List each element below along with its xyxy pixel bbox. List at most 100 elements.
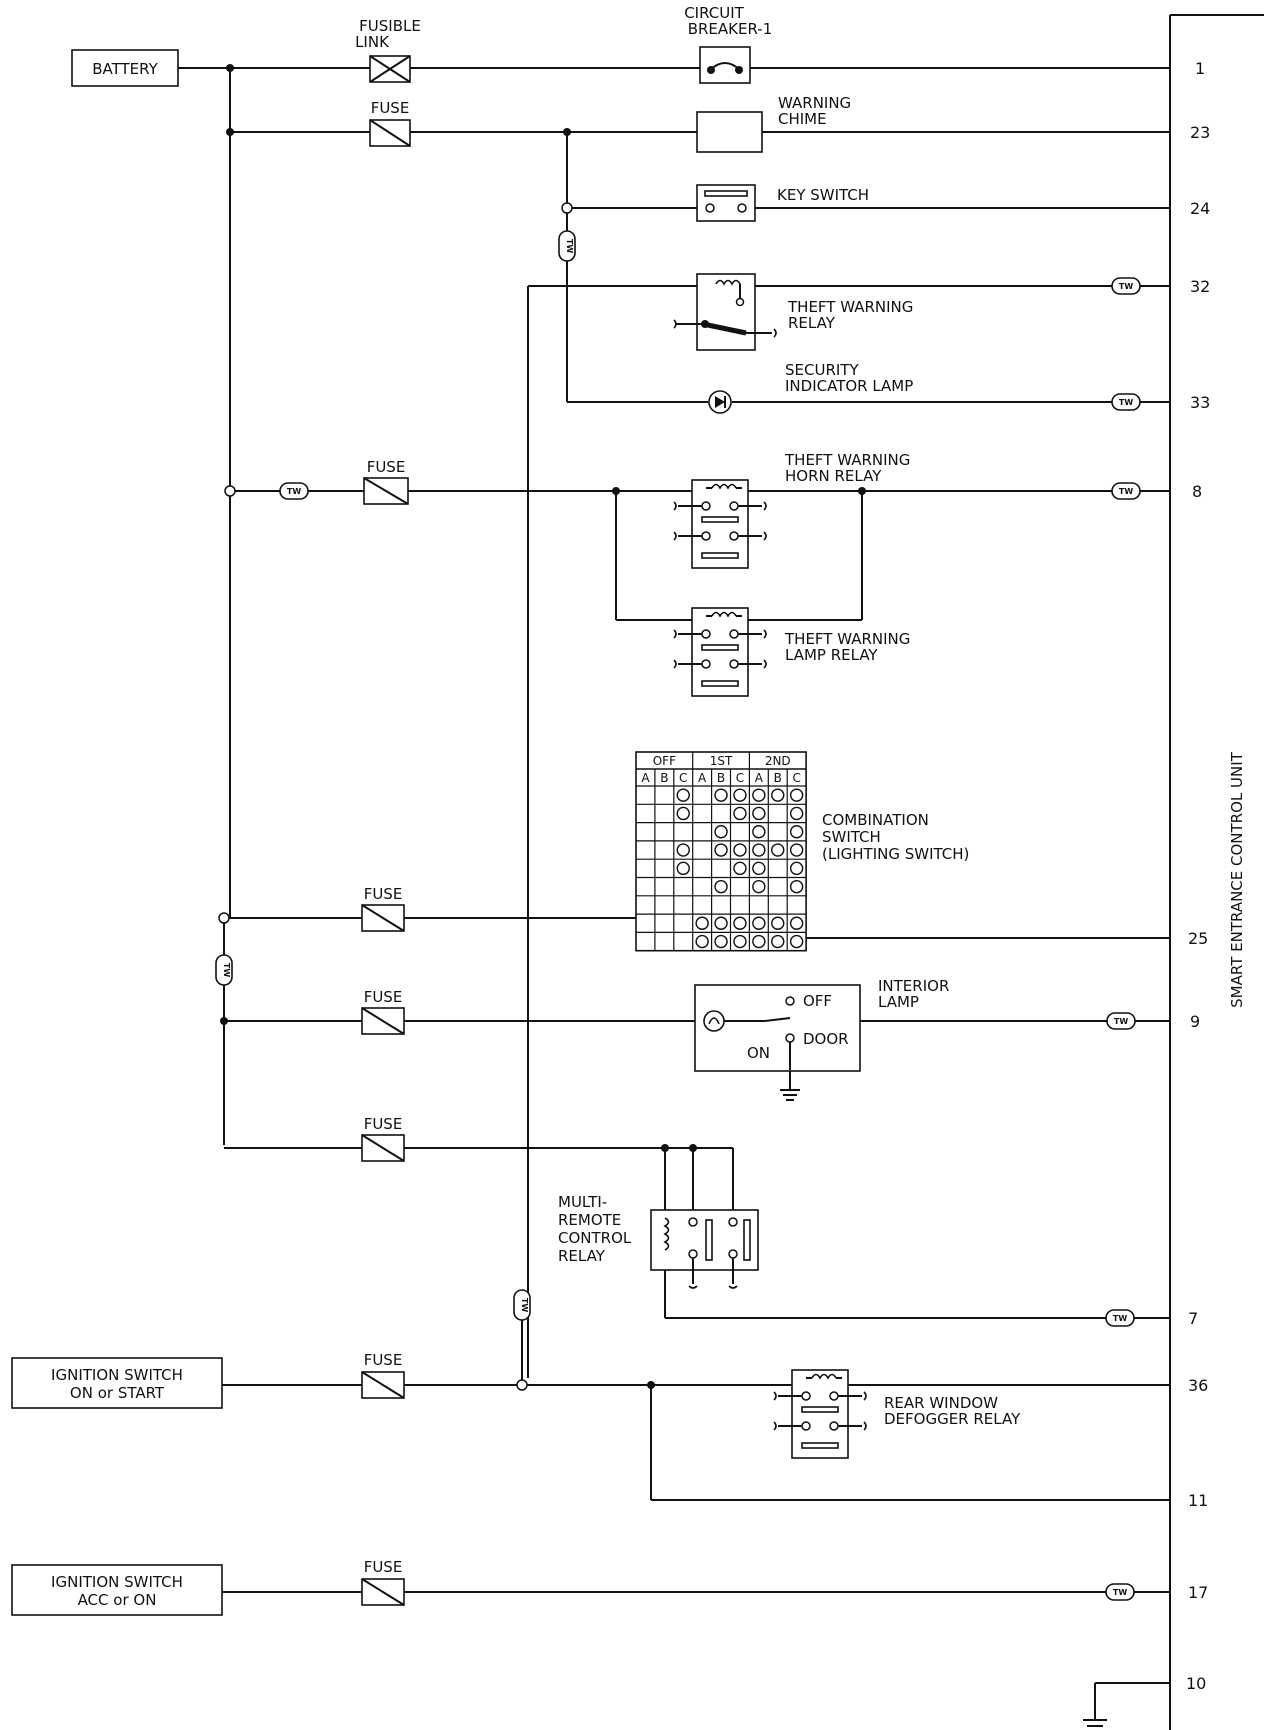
combo-contact-icon [733, 843, 747, 857]
pin-numbers: 1 23 24 32 33 8 25 9 7 36 11 17 10 [1186, 59, 1210, 1693]
tw-marker: TW [215, 954, 233, 986]
combo-contact-icon [771, 788, 785, 802]
combo-contact-icon [752, 788, 766, 802]
svg-text:IGNITION SWITCH: IGNITION SWITCH [51, 1366, 183, 1384]
combo-position-label: 2ND [765, 754, 791, 768]
svg-text:ON or START: ON or START [70, 1384, 165, 1402]
combo-position-label: OFF [653, 754, 676, 768]
combo-contact-icon [695, 916, 709, 930]
multi-remote-control-relay-symbol [650, 1209, 759, 1289]
combo-contact-icon [771, 934, 785, 949]
pin-label: 7 [1188, 1309, 1198, 1328]
fuse-label: FUSE [367, 458, 406, 476]
svg-text:TW: TW [1113, 1314, 1127, 1323]
pin-label: 24 [1190, 199, 1210, 218]
combo-column-label: B [717, 771, 725, 785]
svg-text:INDICATOR LAMP: INDICATOR LAMP [785, 377, 913, 395]
combo-contact-icon [733, 861, 747, 876]
tw-marker: TW [1111, 393, 1141, 411]
svg-text:RELAY: RELAY [788, 314, 836, 332]
tw-marker: TW [558, 230, 576, 262]
combo-contact-icon [752, 861, 766, 876]
combo-contact-icon [714, 825, 728, 839]
circuit-breaker-label: CIRCUIT [684, 4, 744, 22]
tw-marker: TW [513, 1289, 531, 1321]
tw-marker: TW [1111, 482, 1141, 500]
fusible-link-symbol [369, 55, 411, 83]
tw-marker: TW [1111, 277, 1141, 295]
theft-warning-relay-symbol [673, 273, 777, 351]
interior-lamp-symbol [694, 984, 861, 1072]
combo-contact-icon [789, 934, 804, 949]
combo-contact-icon [752, 806, 766, 821]
junctions [218, 64, 866, 1391]
pin-label: 36 [1188, 1376, 1208, 1395]
battery-box: BATTERY [71, 49, 179, 87]
combo-column-label: B [660, 771, 668, 785]
circuit-breaker-symbol [699, 46, 751, 84]
fuse-label: FUSE [364, 1351, 403, 1369]
pin-label: 9 [1190, 1012, 1200, 1031]
fuse-symbol [361, 904, 405, 932]
svg-text:BREAKER-1: BREAKER-1 [688, 20, 773, 38]
combo-contact-icon [789, 843, 804, 857]
combo-contact-icon [714, 916, 728, 930]
svg-text:TW: TW [287, 487, 301, 496]
combo-contact-icon [676, 861, 690, 876]
pin-label: 11 [1188, 1491, 1208, 1510]
fuse-symbol [361, 1134, 405, 1162]
combo-contact-icon [714, 934, 728, 949]
pin-label: 8 [1192, 482, 1202, 501]
combo-contact-icon [789, 916, 804, 930]
combo-contact-icon [789, 806, 804, 821]
svg-text:TW: TW [520, 1298, 529, 1312]
combination-switch-label: COMBINATION [822, 811, 929, 829]
combo-contact-icon [789, 861, 804, 876]
svg-text:TW: TW [1119, 282, 1133, 291]
tw-marker: TW [1105, 1309, 1135, 1327]
key-switch-symbol [696, 184, 756, 222]
combo-contact-icon [714, 879, 728, 894]
fuse-symbol [361, 1371, 405, 1399]
control-unit-label: SMART ENTRANCE CONTROL UNIT [1228, 751, 1246, 1008]
fuse-label: FUSE [364, 885, 403, 903]
ignition-on-start-box: IGNITION SWITCH ON or START [11, 1357, 223, 1409]
svg-text:HORN RELAY: HORN RELAY [785, 467, 882, 485]
combo-column-label: A [641, 771, 650, 785]
combo-contact-icon [752, 843, 766, 857]
combo-column-label: C [679, 771, 687, 785]
warning-chime-box [696, 111, 763, 153]
combo-contact-icon [752, 879, 766, 894]
pin-label: 1 [1195, 59, 1205, 78]
combo-contact-icon [714, 788, 728, 802]
combo-contact-icon [789, 879, 804, 894]
ground-icon [780, 1089, 800, 1101]
combo-column-label: A [698, 771, 707, 785]
svg-text:TW: TW [1119, 398, 1133, 407]
pin-label: 25 [1188, 929, 1208, 948]
warning-chime-label: WARNING [778, 94, 851, 112]
wires [178, 14, 1264, 1730]
theft-warning-lamp-relay-symbol [673, 607, 767, 697]
interior-lamp-label: INTERIOR [878, 977, 949, 995]
fusible-link-label: FUSIBLE [359, 17, 421, 35]
svg-text:(LIGHTING SWITCH): (LIGHTING SWITCH) [822, 845, 969, 863]
combo-contact-icon [771, 916, 785, 930]
combo-contact-icon [714, 843, 728, 857]
combo-contact-icon [733, 934, 747, 949]
svg-text:ACC or ON: ACC or ON [78, 1591, 157, 1609]
pin-label: 10 [1186, 1674, 1206, 1693]
svg-text:TW: TW [222, 963, 231, 977]
security-indicator-lamp-label: SECURITY [785, 361, 859, 379]
combo-contact-icon [752, 825, 766, 839]
battery-label: BATTERY [92, 60, 158, 78]
combo-contact-icon [733, 788, 747, 802]
fuse-label: FUSE [364, 988, 403, 1006]
tw-marker: TW [1106, 1012, 1136, 1030]
combo-contact-icon [752, 916, 766, 930]
fuse-symbol [361, 1007, 405, 1035]
security-indicator-lamp-icon [708, 390, 732, 414]
interior-on-label: ON [747, 1044, 770, 1062]
combo-column-label: A [755, 771, 764, 785]
